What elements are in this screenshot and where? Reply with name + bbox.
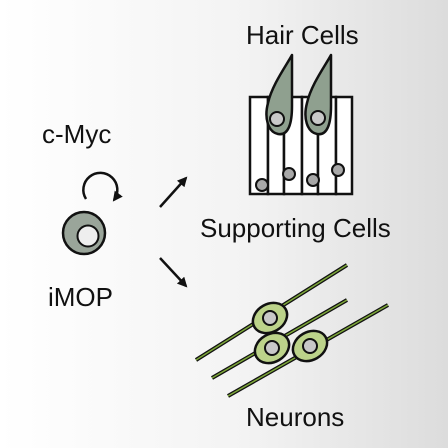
- imop-cell: [61, 210, 107, 256]
- imop-nucleus: [76, 224, 100, 248]
- neuron-nucleus: [262, 310, 278, 326]
- hair-cell: [304, 53, 333, 136]
- neuron-nucleus: [264, 340, 280, 356]
- cycle-arrow: [82, 171, 123, 202]
- label-hair-cells: Hair Cells: [246, 20, 359, 50]
- label-neurons: Neurons: [246, 402, 345, 432]
- hair-cell-nucleus: [269, 111, 285, 127]
- supporting-cell-nucleus: [255, 178, 269, 192]
- neuron: [253, 331, 291, 365]
- supporting-cell-nucleus: [306, 173, 320, 187]
- arrow-to-hair-cells: [159, 176, 188, 208]
- neuron: [251, 301, 289, 335]
- label-imop: iMOP: [48, 282, 113, 312]
- arrow-to-neurons: [159, 257, 188, 288]
- hair-cell: [265, 53, 294, 136]
- hair-cell-nucleus: [310, 110, 326, 126]
- neuron: [291, 329, 329, 363]
- neuron-nucleus: [302, 338, 318, 354]
- label-supporting-cells: Supporting Cells: [200, 213, 391, 243]
- supporting-cell-column: [334, 95, 354, 196]
- supporting-cell-nucleus: [331, 163, 345, 177]
- supporting-cell-nucleus: [282, 167, 296, 181]
- label-c-myc: c-Myc: [42, 119, 112, 149]
- neuron-axons: [194, 263, 389, 398]
